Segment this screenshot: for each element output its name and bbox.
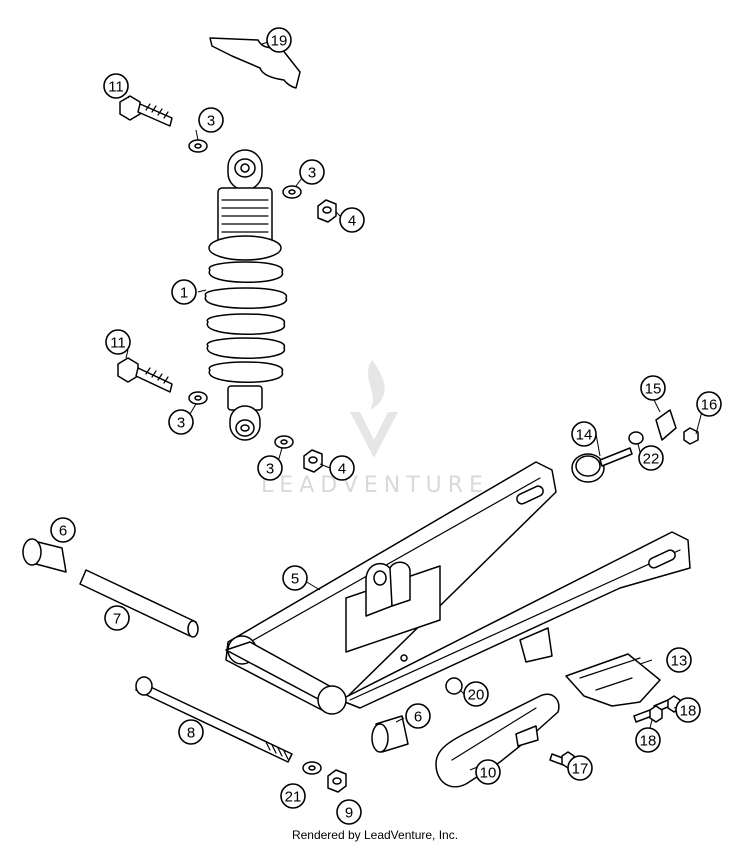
lower-bolt	[117, 357, 173, 393]
pivot-shaft	[135, 676, 293, 763]
callout-18: 18	[675, 697, 701, 723]
small-bushing	[445, 677, 463, 695]
callout-9: 9	[336, 799, 362, 825]
svg-text:8: 8	[187, 725, 195, 742]
watermark: LEADVENTURE	[261, 360, 489, 498]
footer-credit: Rendered by LeadVenture, Inc.	[291, 828, 459, 842]
washer	[280, 439, 288, 445]
callout-21: 21	[280, 783, 306, 809]
svg-text:9: 9	[345, 805, 353, 822]
screw	[633, 705, 663, 723]
callout-17: 17	[567, 755, 593, 781]
svg-text:4: 4	[348, 213, 356, 230]
callout-20: 20	[463, 681, 489, 707]
svg-text:10: 10	[480, 765, 497, 782]
callout-4: 4	[329, 455, 355, 481]
callout-8: 8	[178, 719, 204, 745]
chain-slider-roller	[571, 447, 633, 483]
svg-text:3: 3	[177, 415, 185, 432]
svg-text:3: 3	[207, 113, 215, 130]
swingarm-sleeve	[79, 569, 199, 638]
nut	[322, 206, 332, 214]
washer	[194, 143, 202, 149]
shock-absorber	[204, 149, 287, 441]
callout-13: 13	[666, 647, 692, 673]
callout-7: 7	[104, 605, 130, 631]
callout-3: 3	[198, 107, 224, 133]
callout-3: 3	[299, 159, 325, 185]
callout-14: 14	[571, 421, 597, 447]
callout-1: 1	[171, 279, 197, 305]
watermark-v-icon	[350, 412, 398, 458]
svg-text:3: 3	[266, 461, 274, 478]
upper-bolt	[119, 95, 173, 127]
chain-guard	[565, 653, 661, 707]
svg-text:20: 20	[468, 687, 485, 704]
callout-22: 22	[638, 445, 664, 471]
callout-3: 3	[257, 455, 283, 481]
callout-6: 6	[50, 517, 76, 543]
bushing	[371, 715, 409, 753]
svg-text:3: 3	[308, 165, 316, 182]
lock-plate	[655, 409, 677, 441]
svg-text:13: 13	[671, 653, 688, 670]
nut	[308, 456, 318, 464]
callout-3: 3	[168, 409, 194, 435]
svg-text:18: 18	[640, 733, 657, 750]
watermark-flame-icon	[368, 360, 385, 410]
callout-6: 6	[405, 703, 431, 729]
svg-text:6: 6	[414, 709, 422, 726]
svg-text:21: 21	[285, 789, 302, 806]
svg-text:14: 14	[576, 427, 593, 444]
svg-text:7: 7	[113, 611, 121, 628]
callout-4: 4	[339, 207, 365, 233]
svg-text:1: 1	[180, 285, 188, 302]
callout-18: 18	[635, 727, 661, 753]
svg-text:5: 5	[291, 571, 299, 588]
svg-text:22: 22	[643, 451, 660, 468]
nut	[683, 427, 699, 445]
bushing	[22, 538, 67, 573]
washer	[308, 765, 316, 771]
callout-10: 10	[475, 759, 501, 785]
washer	[194, 395, 202, 401]
svg-text:4: 4	[338, 461, 346, 478]
callout-15: 15	[640, 375, 666, 401]
svg-text:17: 17	[572, 761, 589, 778]
svg-text:18: 18	[680, 703, 697, 720]
watermark-text: LEADVENTURE	[261, 473, 489, 498]
chain-slider	[435, 693, 560, 788]
svg-text:6: 6	[59, 523, 67, 540]
spacer-bushing	[628, 431, 644, 445]
callout-11: 11	[103, 73, 129, 99]
callout-16: 16	[696, 391, 722, 417]
washer	[288, 189, 296, 195]
swingarm	[225, 461, 691, 715]
svg-text:11: 11	[110, 335, 126, 352]
svg-text:15: 15	[645, 381, 662, 398]
svg-text:11: 11	[108, 79, 124, 96]
nut	[332, 777, 342, 785]
callout-11: 11	[105, 329, 131, 355]
callout-19: 19	[266, 27, 292, 53]
svg-text:16: 16	[701, 397, 718, 414]
svg-text:19: 19	[271, 33, 288, 50]
callout-5: 5	[282, 565, 308, 591]
